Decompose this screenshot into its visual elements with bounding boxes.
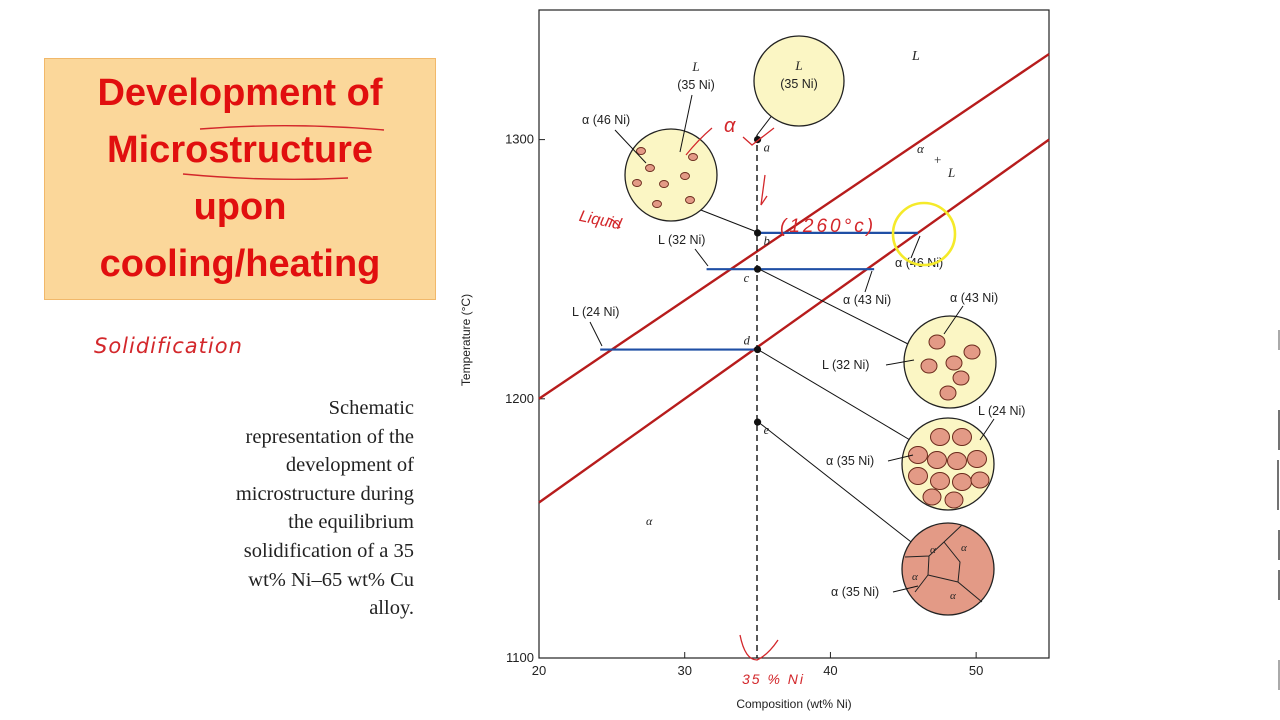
point-label-e: e: [764, 423, 770, 437]
microstructure-a: L (35 Ni): [753, 35, 845, 127]
x-tick-label: 40: [823, 663, 837, 678]
handwritten-1260: (1260°c): [780, 216, 876, 237]
connector-e: [756, 420, 916, 546]
slide-title-line-4: cooling/heating: [99, 243, 381, 285]
handwritten-liquid: Liquid: [578, 208, 624, 234]
annotation-L-24Ni: L (24 Ni): [572, 305, 619, 319]
region-label-alpha-plus-liquid-plus: +: [934, 152, 941, 167]
caption-line: alloy.: [369, 597, 414, 620]
micro-d-liquid-arrow: [979, 418, 995, 441]
point-label-b: b: [764, 234, 770, 248]
micro-b-liquid-arrow: [679, 94, 693, 153]
alloy-points: a b c d e: [744, 136, 770, 437]
edge-fragment: [1277, 330, 1280, 690]
svg-text:α: α: [950, 590, 956, 602]
highlight-circle: [891, 201, 957, 267]
handwritten-alpha: α: [724, 115, 736, 137]
micro-e-alpha-label: α (35 Ni): [831, 585, 879, 599]
annotation-alpha-43Ni: α (43 Ni): [843, 293, 891, 307]
liquidus-line: [538, 53, 1050, 400]
micro-c-liquid-label: L (32 Ni): [822, 358, 869, 372]
microstructure-e: α α α α: [901, 522, 995, 616]
slide-title-line-1: Development of: [97, 72, 383, 114]
handwritten-solidification: Solidification: [94, 334, 243, 358]
micro-a-phase: L: [794, 58, 802, 73]
point-b: [753, 229, 762, 237]
region-label-alpha-plus-liquid-alpha: α: [917, 141, 925, 156]
point-label-c: c: [744, 271, 750, 285]
micro-c-alpha-arrow: [943, 305, 964, 335]
micro-c-liquid-arrow: [885, 359, 915, 366]
point-label-d: d: [744, 334, 751, 348]
micro-b-liquid-composition: (35 Ni): [677, 78, 715, 92]
micro-c-alpha-label: α (43 Ni): [950, 291, 998, 305]
figure-caption: Schematic representation of the developm…: [180, 394, 414, 623]
caption-line: microstructure during: [235, 482, 414, 505]
y-tick-label: 1200: [505, 391, 534, 406]
connector-c: [756, 267, 911, 346]
region-label-alpha: α: [646, 514, 653, 528]
caption-line: Schematic: [328, 397, 414, 419]
svg-text:α: α: [912, 571, 918, 583]
micro-d-alpha-arrow: [887, 454, 914, 462]
microstructure-d: [901, 417, 995, 511]
solidus-line: [538, 138, 1050, 504]
x-tick-label: 20: [532, 663, 546, 678]
micro-b-liquid-label: L: [691, 59, 699, 74]
caption-line: development of: [285, 454, 414, 477]
caption-line: representation of the: [245, 425, 414, 448]
x-axis-label: Composition (wt% Ni): [736, 697, 851, 711]
caption-line: wt% Ni–65 wt% Cu: [248, 568, 414, 591]
axis-ticks: 20 30 40 50 1100 1200 1300: [505, 132, 983, 678]
annotation-alpha-46Ni-arrow: [910, 235, 921, 259]
annotation-alpha-43Ni-arrow: [864, 270, 873, 293]
slide-title-box: Development of Microstructure upon cooli…: [44, 58, 436, 300]
point-label-a: a: [764, 141, 770, 155]
slide-title-line-3: upon: [193, 186, 287, 228]
annotation-L-32Ni: L (32 Ni): [658, 233, 705, 247]
caption-line: the equilibrium: [288, 511, 414, 534]
microstructure-c: [903, 315, 997, 409]
connector-d: [756, 348, 911, 441]
micro-b-alpha-label: α (46 Ni): [582, 113, 630, 127]
x-tick-label: 50: [969, 663, 983, 678]
region-label-alpha-plus-liquid-L: L: [947, 165, 955, 180]
y-tick-label: 1300: [505, 132, 534, 147]
micro-e-alpha-arrow: [892, 585, 919, 593]
microstructure-b: [624, 128, 718, 222]
caption-line: solidification of a 35: [243, 539, 414, 562]
micro-a-composition: (35 Ni): [780, 77, 818, 91]
point-e: [753, 418, 762, 426]
micro-d-alpha-label: α (35 Ni): [826, 454, 874, 468]
micro-b-alpha-arrow: [614, 129, 647, 164]
handwritten-35Ni: 35 % Ni: [742, 671, 805, 687]
y-axis-label: Temperature (°C): [459, 294, 473, 386]
svg-text:α: α: [961, 542, 967, 554]
annotation-L-24Ni-arrow: [589, 321, 603, 347]
slide-title-line-2: Microstructure: [106, 129, 374, 171]
point-c: [753, 265, 762, 273]
title-underline-strokes: [182, 125, 385, 181]
x-tick-label: 30: [677, 663, 691, 678]
annotation-L-32Ni-arrow: [694, 248, 709, 267]
plot-frame: [538, 9, 1050, 659]
micro-d-liquid-label: L (24 Ni): [978, 404, 1025, 418]
svg-text:α: α: [930, 544, 936, 556]
region-label-liquid: L: [911, 49, 920, 64]
y-tick-label: 1100: [506, 650, 534, 665]
